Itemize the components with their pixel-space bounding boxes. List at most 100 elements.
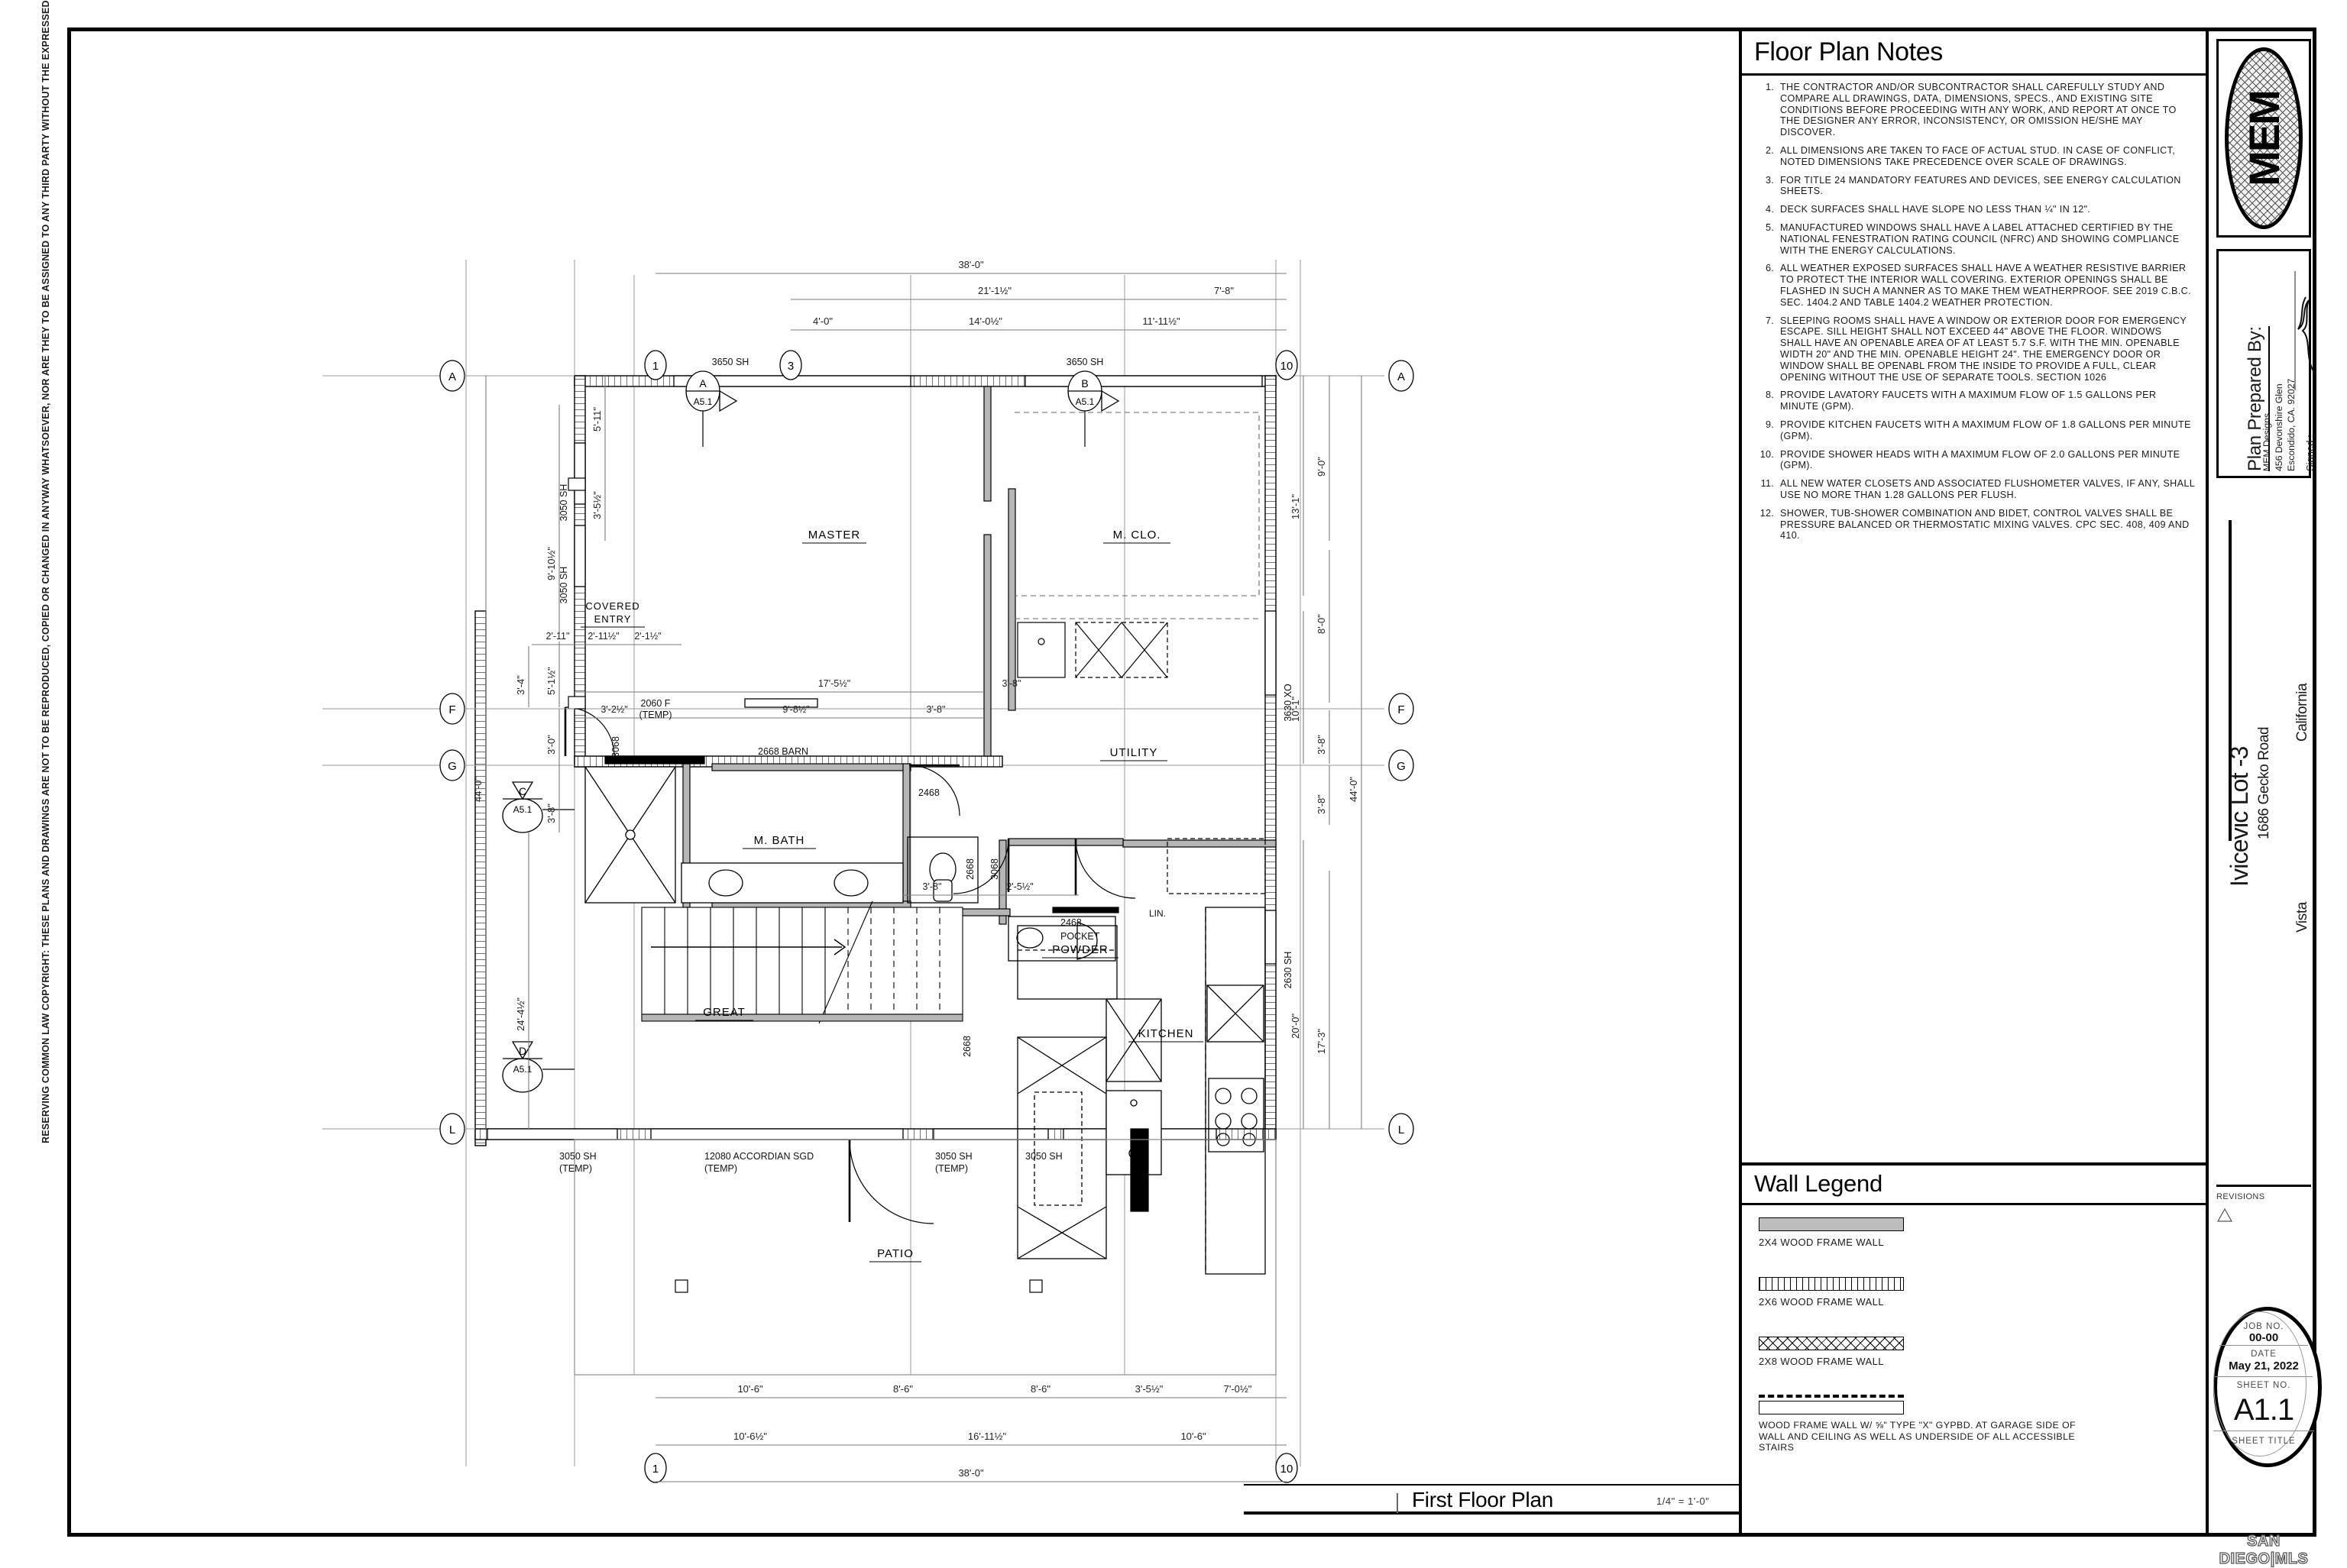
- date-label: DATE: [2251, 1350, 2277, 1359]
- note-item: 7. Sleeping rooms shall have a window or…: [1753, 315, 2196, 383]
- svg-text:3: 3: [788, 360, 794, 373]
- svg-text:9'-8½": 9'-8½": [782, 704, 809, 715]
- svg-text:3'-8": 3'-8": [1316, 735, 1327, 755]
- date-value: May 21, 2022: [2229, 1359, 2299, 1372]
- svg-text:2468: 2468: [918, 787, 940, 798]
- svg-text:3068: 3068: [989, 858, 1000, 880]
- svg-text:3'-0": 3'-0": [545, 735, 557, 755]
- plan-title: First Floor Plan: [1412, 1488, 1554, 1511]
- svg-text:10'-6": 10'-6": [737, 1383, 763, 1395]
- note-item: 5. Manufactured windows shall have a lab…: [1753, 222, 2196, 256]
- note-number: 2.: [1765, 144, 1774, 156]
- legend-item-2x6: 2x6 WOOD FRAME WALL: [1759, 1277, 1904, 1308]
- legend-item-2x4: 2x4 WOOD FRAME WALL: [1759, 1217, 1904, 1248]
- note-text: All new water closets and associated flu…: [1780, 478, 2195, 500]
- svg-text:7'-0½": 7'-0½": [1224, 1383, 1252, 1395]
- svg-text:44'-0": 44'-0": [472, 776, 484, 802]
- svg-text:24'-4½": 24'-4½": [515, 997, 526, 1031]
- svg-text:COVERED: COVERED: [585, 600, 639, 612]
- room-label-great: GREAT: [695, 1006, 753, 1021]
- note-number: 9.: [1765, 419, 1774, 430]
- notes-title-bar: Floor Plan Notes: [1742, 31, 2206, 76]
- grid-bubbles-left: A F G L: [439, 360, 575, 1145]
- svg-text:12080 ACCORDIAN SGD: 12080 ACCORDIAN SGD: [704, 1151, 814, 1162]
- svg-text:17'-3": 17'-3": [1316, 1028, 1327, 1054]
- wall-swatch-2x8-icon: [1759, 1337, 1904, 1350]
- revisions-rule: [2216, 1185, 2311, 1187]
- svg-text:10: 10: [1280, 1463, 1293, 1476]
- svg-text:LIN.: LIN.: [1149, 908, 1166, 919]
- entry-markers: [568, 477, 586, 710]
- kitchen-fixtures: [1017, 907, 1266, 1275]
- room-label-master: MASTER: [802, 529, 866, 544]
- svg-text:2668: 2668: [965, 858, 976, 880]
- plan-title-rule-top: [1244, 1484, 1739, 1486]
- note-item: 4. Deck surfaces shall have slope no les…: [1753, 204, 2196, 215]
- project-state: California: [2294, 683, 2310, 742]
- svg-text:D: D: [519, 1045, 526, 1057]
- svg-text:3'-8": 3'-8": [927, 704, 946, 715]
- svg-text:10: 10: [1280, 360, 1293, 373]
- copyright-notice: RESERVING COMMON LAW COPYRIGHT: THESE PL…: [40, 0, 51, 1143]
- title-divider-rule: [2229, 520, 2232, 841]
- san-diego-mls-logo: SAN DIEGO|MLS: [2219, 1532, 2309, 1567]
- signed-label: Signed :: [2304, 435, 2316, 471]
- svg-text:3050 SH: 3050 SH: [558, 484, 569, 522]
- legend-label: 2x8 WOOD FRAME WALL: [1759, 1356, 1884, 1367]
- job-no-label: JOB NO.: [2243, 1322, 2284, 1331]
- note-number: 3.: [1765, 174, 1774, 186]
- note-item: 6. All weather exposed surfaces shall ha…: [1753, 263, 2196, 308]
- mem-logo-text: MEM: [2239, 90, 2288, 186]
- note-item: 1. The contractor and/or subcontractor s…: [1753, 82, 2196, 138]
- dimension-lines-bottom: 10'-6" 8'-6" 8'-6" 3'-5½" 7'-0½" 10'-6½"…: [656, 1383, 1287, 1482]
- svg-text:11'-11½": 11'-11½": [1142, 315, 1180, 327]
- wall-swatch-2x6-icon: [1759, 1277, 1904, 1291]
- section-markers: AA5.1 BA5.1 CA5.1: [502, 370, 1120, 1093]
- utility-appliances: [1017, 622, 1266, 894]
- note-text: Provide lavatory faucets with a maximum …: [1780, 390, 2157, 412]
- note-number: 6.: [1765, 263, 1774, 274]
- note-text: All weather exposed surfaces shall have …: [1780, 263, 2191, 308]
- svg-text:B: B: [1081, 377, 1088, 390]
- section-marker-a: AA5.1: [685, 370, 738, 447]
- room-label-m-bath: M. BATH: [743, 834, 816, 849]
- revision-triangle-icon: [2216, 1208, 2233, 1222]
- note-number: 10.: [1759, 448, 1774, 460]
- room-label-utility: UTILITY: [1100, 746, 1167, 761]
- svg-text:3630 XO: 3630 XO: [1283, 684, 1293, 722]
- section-marker-b: BA5.1: [1067, 370, 1120, 447]
- note-text: All dimensions are taken to face of actu…: [1780, 144, 2176, 167]
- svg-text:A: A: [699, 377, 707, 390]
- svg-text:3050 SH: 3050 SH: [935, 1151, 973, 1162]
- dimension-lines-left: 5'-11" 3'-5½" 9'-10½" 5'-1½" 3'-4" 3'-0"…: [472, 376, 606, 1129]
- room-label-patio: PATIO: [869, 1247, 921, 1262]
- closet-shelving: [1015, 412, 1260, 619]
- floor-plan-svg: A F G L A F G L 1 3 10: [322, 259, 1414, 1483]
- legend-title: Wall Legend: [1754, 1170, 1882, 1197]
- note-text: Manufactured windows shall have a label …: [1780, 221, 2180, 256]
- svg-text:F: F: [448, 703, 455, 716]
- svg-text:M. BATH: M. BATH: [754, 834, 805, 847]
- note-item: 2. All dimensions are taken to face of a…: [1753, 145, 2196, 168]
- svg-text:3050 SH: 3050 SH: [559, 1151, 597, 1162]
- svg-text:38'-0": 38'-0": [958, 259, 984, 270]
- svg-text:10'-6½": 10'-6½": [733, 1431, 767, 1442]
- revisions-label: REVISIONS: [2216, 1192, 2265, 1201]
- room-label-covered-entry: COVERED ENTRY: [581, 600, 645, 628]
- svg-text:2'-1½": 2'-1½": [634, 631, 661, 642]
- svg-text:3650 SH: 3650 SH: [712, 357, 749, 367]
- svg-text:13'-1": 13'-1": [1290, 493, 1301, 519]
- svg-text:2'-11½": 2'-11½": [588, 631, 619, 642]
- note-number: 7.: [1765, 315, 1774, 326]
- svg-text:L: L: [1398, 1123, 1404, 1136]
- svg-text:8'-6": 8'-6": [1031, 1383, 1050, 1395]
- mem-logo-box: MEM: [2216, 39, 2311, 238]
- sheet-no-label: SHEET NO.: [2236, 1381, 2291, 1390]
- svg-text:3050 SH: 3050 SH: [1025, 1151, 1063, 1162]
- svg-text:(TEMP): (TEMP): [639, 710, 672, 720]
- legend-item-2x8: 2x8 WOOD FRAME WALL: [1759, 1337, 1904, 1367]
- svg-text:3050 SH: 3050 SH: [558, 567, 569, 604]
- room-label-kitchen: KITCHEN: [1128, 1027, 1203, 1043]
- project-address: 1686 Gecko Road: [2256, 726, 2272, 839]
- signature-icon: [2294, 271, 2316, 390]
